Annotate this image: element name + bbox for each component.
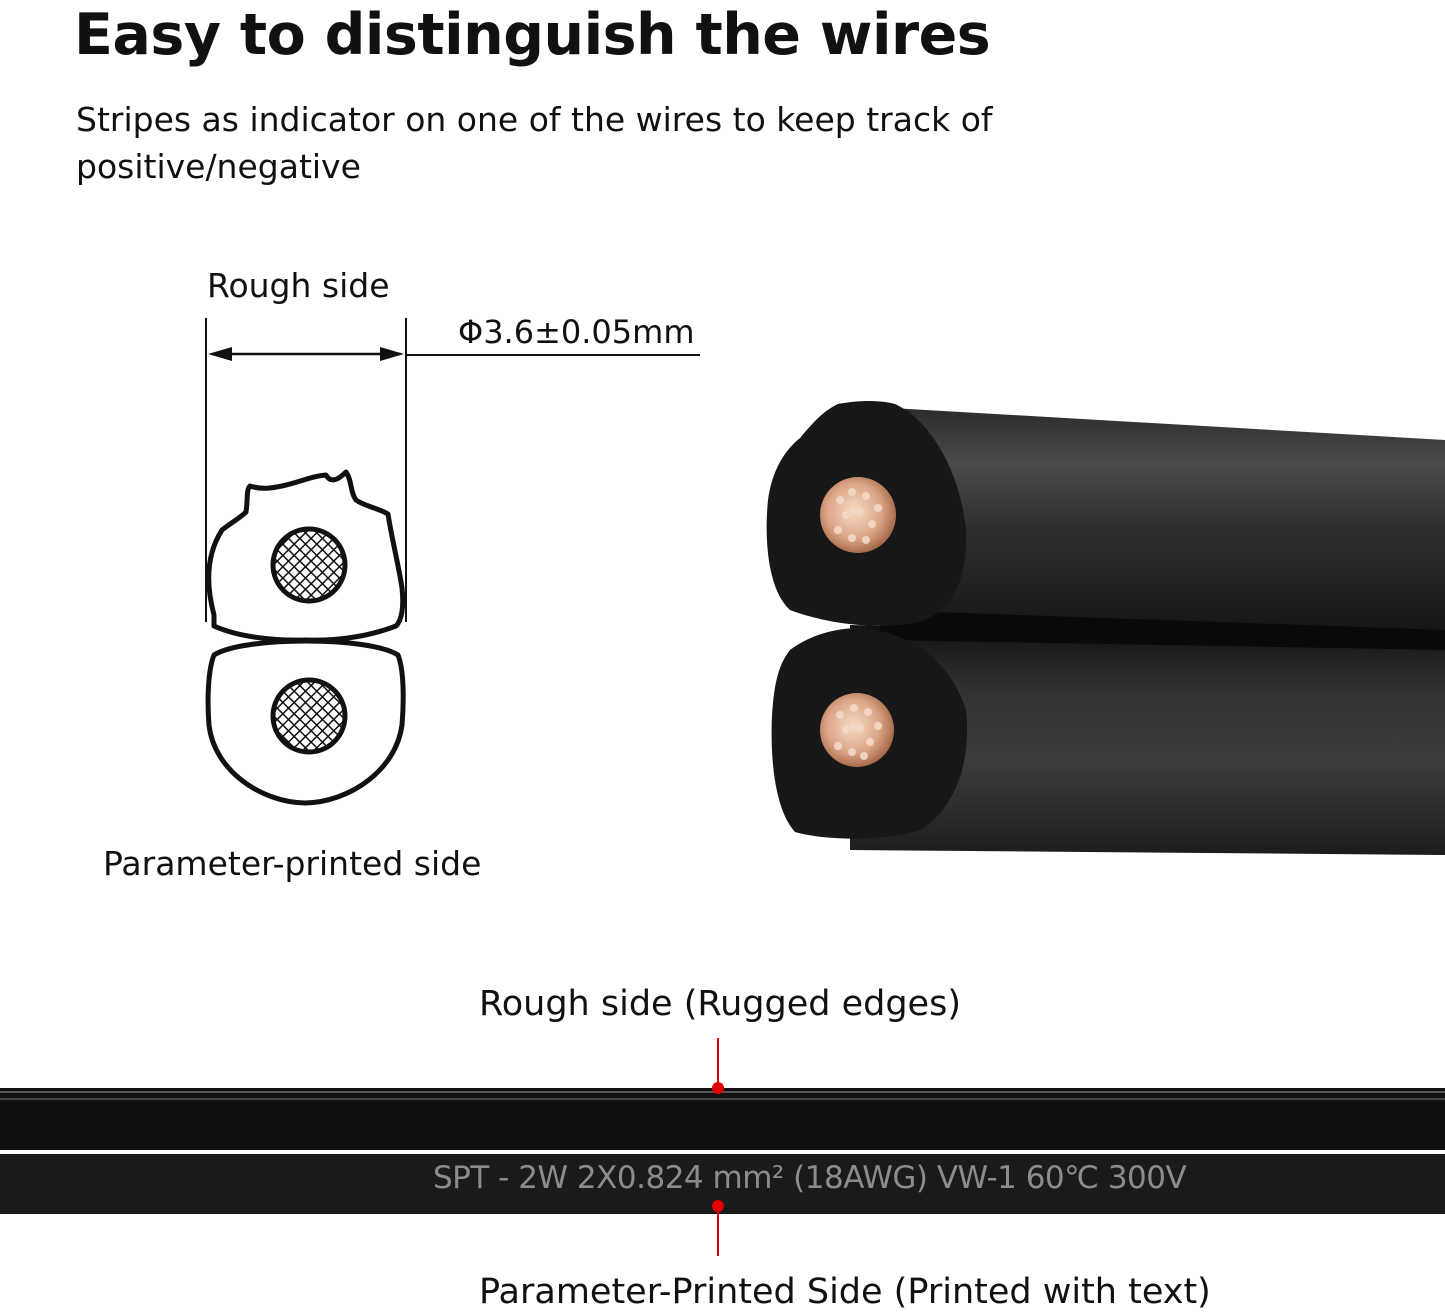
lower-conductor-strands <box>270 677 348 755</box>
cable-strip-rough-band <box>0 1088 1445 1150</box>
page-title: Easy to distinguish the wires <box>74 2 991 68</box>
cable-photo <box>766 401 1445 855</box>
rough-side-marker-dot <box>712 1082 724 1094</box>
rough-side-rugged-label: Rough side (Rugged edges) <box>479 984 961 1024</box>
rough-side-label: Rough side <box>207 266 390 305</box>
cross-section-diagram <box>205 318 700 806</box>
upper-cable-body <box>840 405 1445 635</box>
printed-side-marker-dot <box>712 1200 724 1212</box>
diameter-label: Φ3.6±0.05mm <box>458 313 695 351</box>
cable-printed-text: SPT - 2W 2X0.824 mm² (18AWG) VW-1 60℃ 30… <box>433 1160 1187 1196</box>
printed-side-label: Parameter-Printed Side (Printed with tex… <box>479 1272 1211 1312</box>
upper-conductor-strands <box>270 526 348 604</box>
arrowhead-right <box>380 347 404 361</box>
lower-cable-body <box>850 625 1445 855</box>
page-subtitle: Stripes as indicator on one of the wires… <box>76 100 993 186</box>
arrowhead-left <box>208 347 232 361</box>
parameter-side-label: Parameter-printed side <box>103 844 482 883</box>
